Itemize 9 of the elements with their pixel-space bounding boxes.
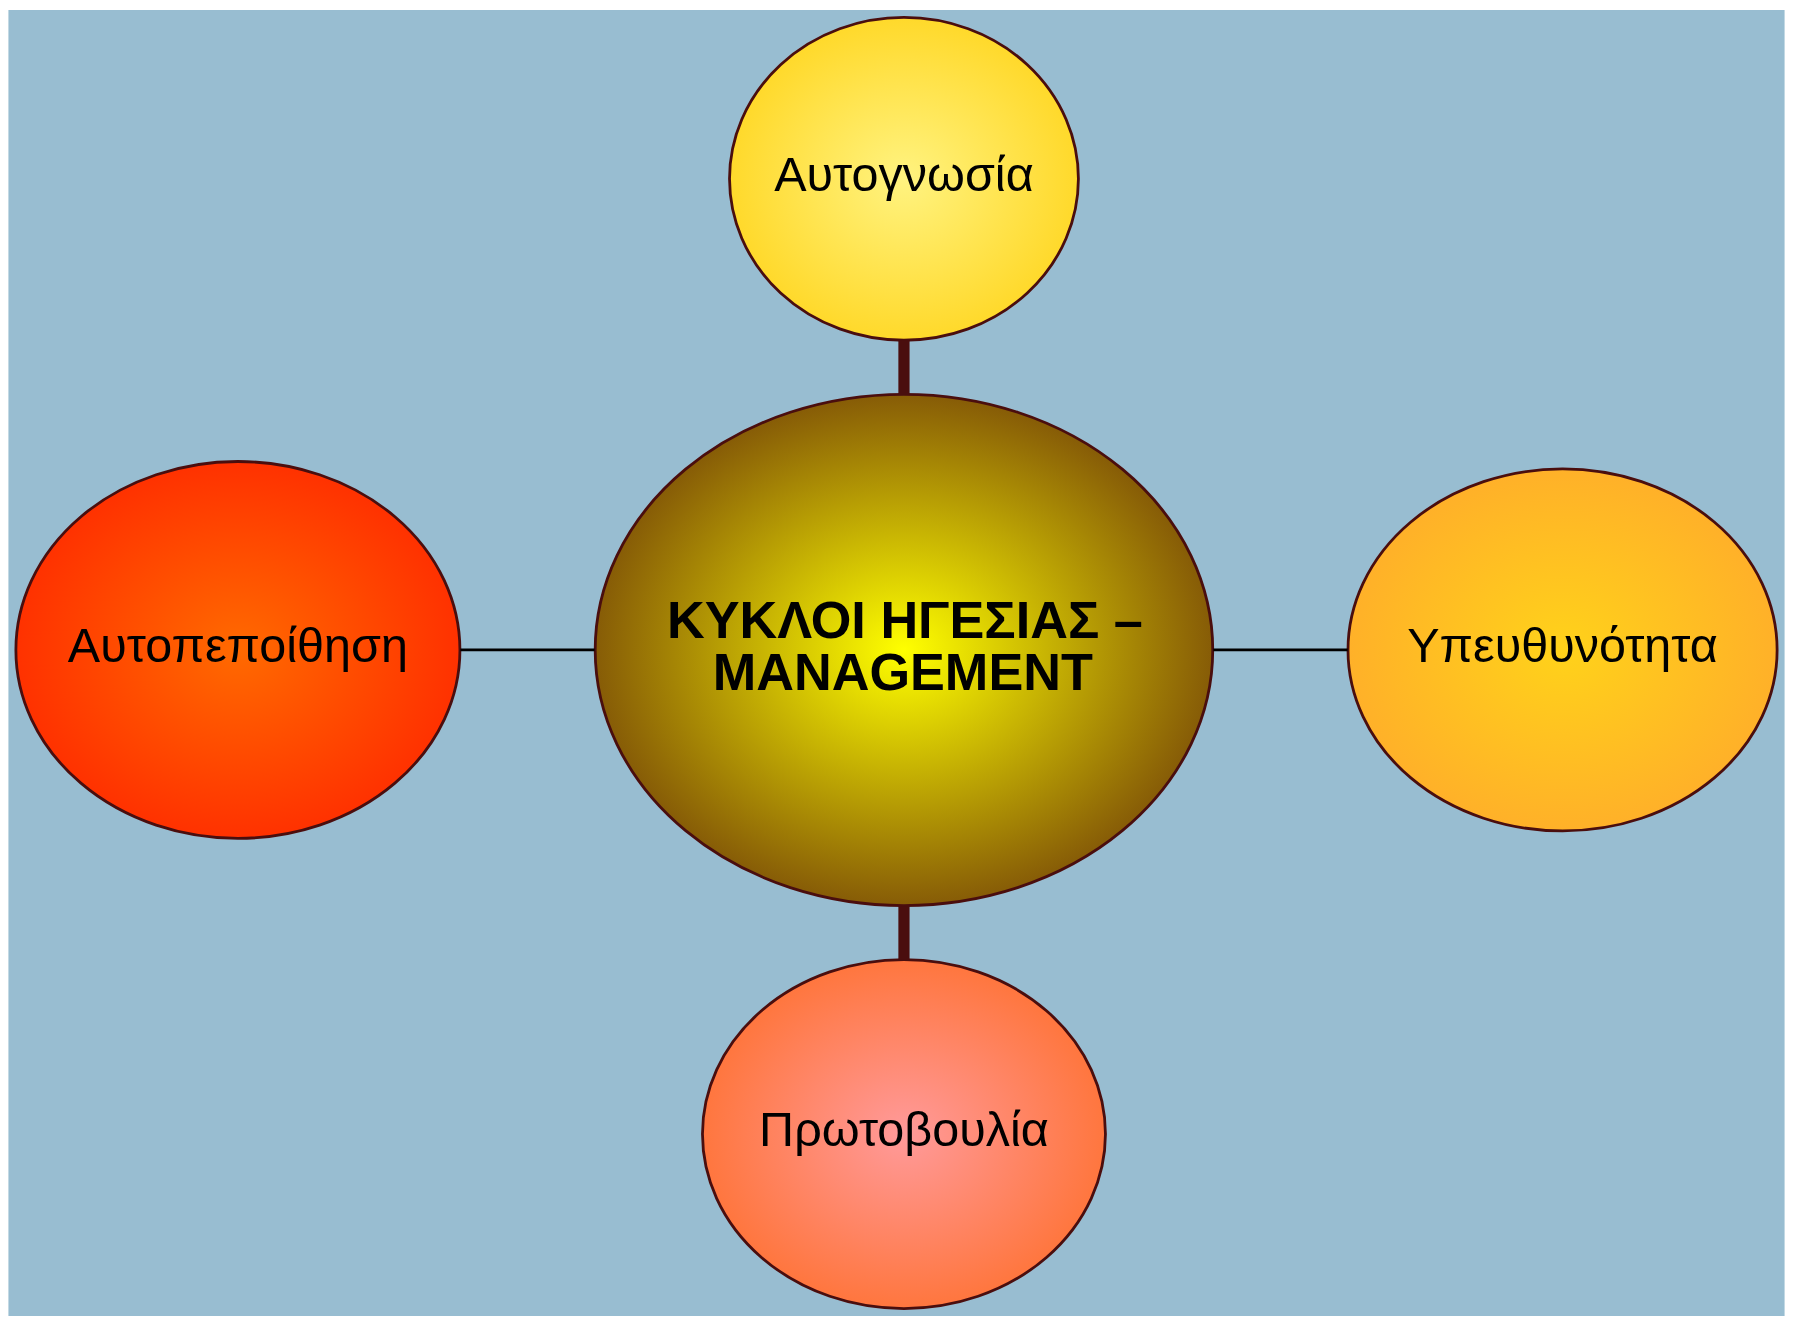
connector	[898, 906, 910, 960]
node-circle: Αυτογνωσία	[728, 16, 1080, 342]
connector	[898, 340, 910, 394]
connector	[1213, 648, 1348, 652]
connector	[460, 648, 595, 652]
node-ellipse: Υπευθυνότητα	[1346, 467, 1779, 833]
node-ellipse: Πρωτοβουλία	[701, 958, 1107, 1310]
node-ellipse: ΚΥΚΛΟΙ ΗΓΕΣΙΑΣ – MANAGEMENT	[593, 392, 1215, 907]
node-ellipse: Αυτοπεποίθηση	[14, 460, 462, 840]
